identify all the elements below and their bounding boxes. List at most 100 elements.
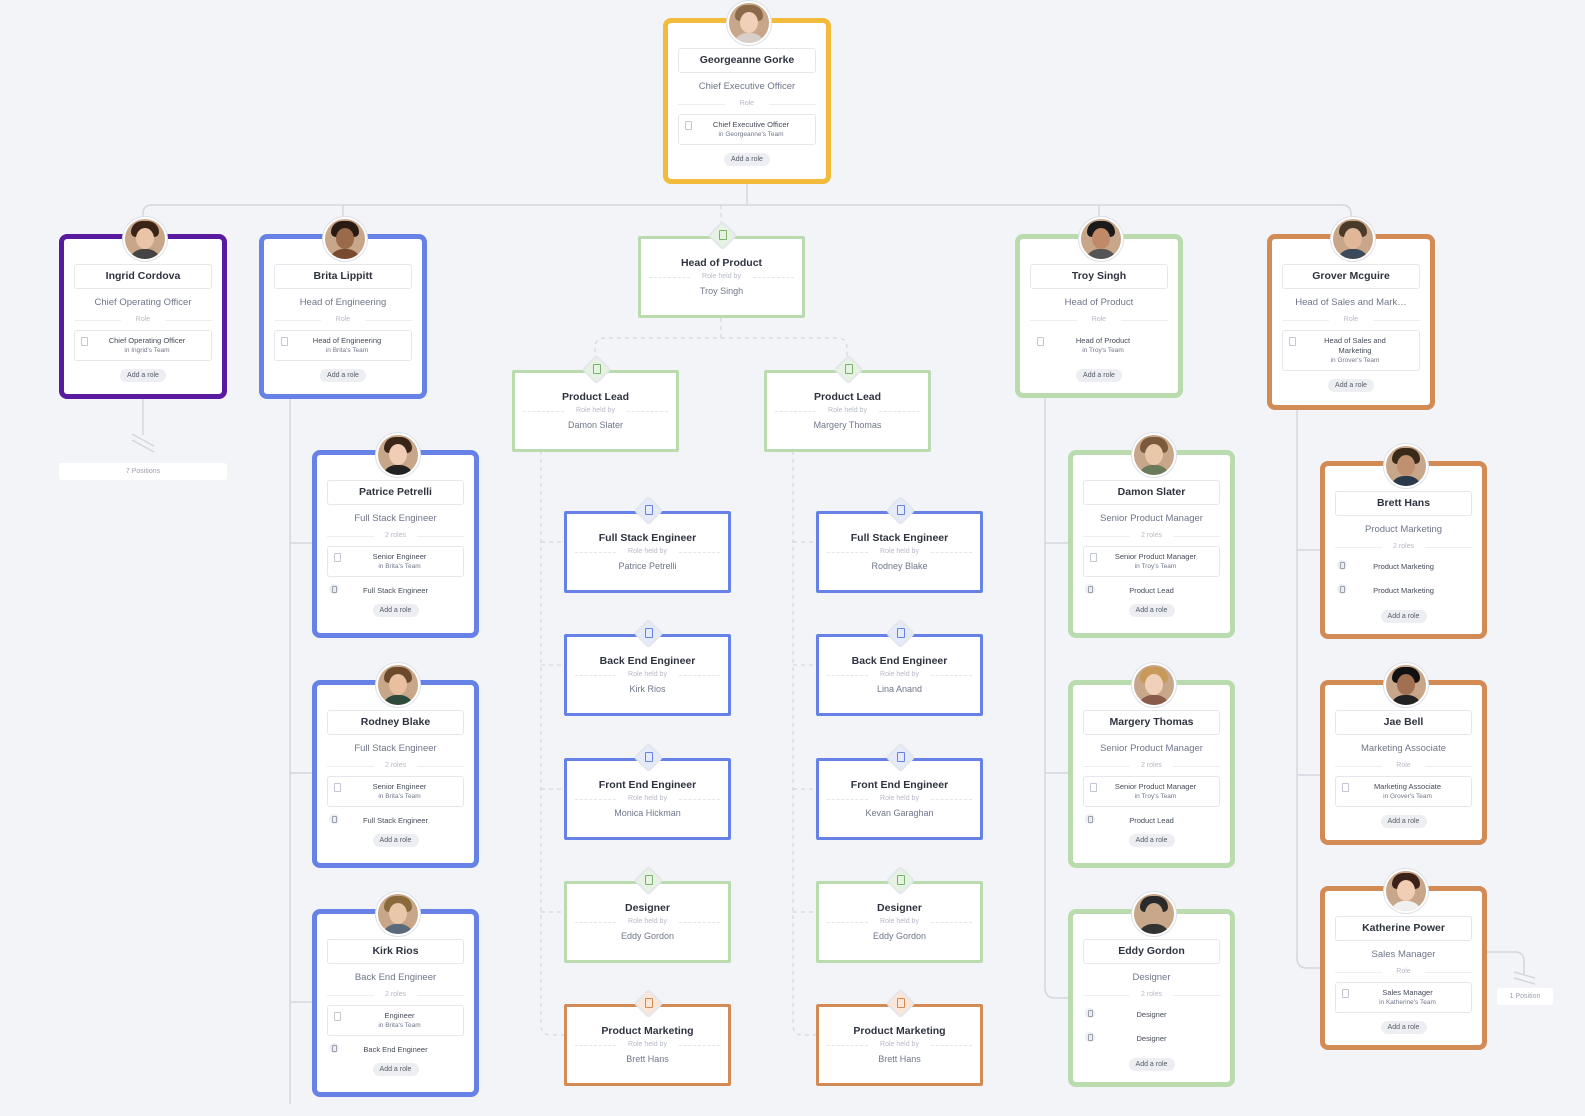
role-held-label: Role held by xyxy=(827,671,972,678)
avatar xyxy=(375,433,420,477)
person-name: Margery Thomas xyxy=(1083,710,1220,735)
clipboard-icon xyxy=(844,364,853,374)
ceo-card[interactable]: Georgeanne Gorke Chief Executive Officer… xyxy=(663,1,831,184)
avatar xyxy=(375,663,420,707)
person-card-katherine[interactable]: Katherine Power Sales Manager Role Sales… xyxy=(1320,869,1487,1050)
role-count: 2 roles xyxy=(1083,989,1220,1001)
person-title: Senior Product Manager xyxy=(1100,513,1203,524)
role-held-label: Role held by xyxy=(827,548,972,555)
role-count: Role xyxy=(1335,966,1472,978)
person-card-grover[interactable]: Grover Mcguire Head of Sales and Mark… R… xyxy=(1267,217,1435,410)
role-count: 2 roles xyxy=(1335,541,1472,553)
clipboard-icon xyxy=(1342,989,1349,998)
role-title: Full Stack Engineer xyxy=(598,532,697,544)
add-role-button[interactable]: Add a role xyxy=(724,153,770,166)
add-role-button[interactable]: Add a role xyxy=(1128,834,1175,847)
team-name: in Troy's Team xyxy=(1134,563,1177,570)
add-role-button[interactable]: Add a role xyxy=(372,834,419,847)
person-name: Jae Bell xyxy=(1335,710,1472,735)
add-role-button[interactable]: Add a role xyxy=(320,369,366,382)
person-card-patrice[interactable]: Patrice Petrelli Full Stack Engineer 2 r… xyxy=(312,433,479,638)
role-item[interactable]: Designer xyxy=(1083,1008,1220,1020)
person-name: Troy Singh xyxy=(1030,264,1168,289)
role-title: Product Lead xyxy=(561,391,630,403)
person-title: Chief Operating Officer xyxy=(94,297,192,308)
person-title: Full Stack Engineer xyxy=(354,513,437,524)
role-item[interactable]: Product Marketing xyxy=(1335,584,1472,596)
role-item[interactable]: Designer xyxy=(1083,1032,1220,1044)
role-name: Product Marketing xyxy=(1373,562,1434,571)
add-role-button[interactable]: Add a role xyxy=(1380,1021,1427,1034)
person-card-jae[interactable]: Jae Bell Marketing Associate Role Market… xyxy=(1320,663,1487,845)
person-card-brett[interactable]: Brett Hans Product Marketing 2 roles Pro… xyxy=(1320,444,1487,639)
add-role-button[interactable]: Add a role xyxy=(1128,604,1175,617)
person-card-kirk[interactable]: Kirk Rios Back End Engineer 2 roles Engi… xyxy=(312,892,479,1097)
clipboard-icon xyxy=(334,783,341,792)
clipboard-icon xyxy=(334,553,341,562)
positions-count[interactable]: 1 Position xyxy=(1497,988,1553,1005)
role-holder: Brett Hans xyxy=(626,1054,669,1064)
clipboard-icon xyxy=(81,337,88,346)
badge-icon xyxy=(1085,584,1095,594)
add-role-button[interactable]: Add a role xyxy=(1380,610,1427,623)
add-role-button[interactable]: Add a role xyxy=(1380,815,1427,828)
role-item[interactable]: Product Marketing xyxy=(1335,560,1472,572)
person-card-margery[interactable]: Margery Thomas Senior Product Manager 2 … xyxy=(1068,663,1235,868)
person-card-rodney[interactable]: Rodney Blake Full Stack Engineer 2 roles… xyxy=(312,663,479,868)
role-item[interactable]: Full Stack Engineer xyxy=(327,584,464,596)
role-count: Role xyxy=(1282,314,1420,326)
clipboard-icon xyxy=(281,337,288,346)
badge-icon xyxy=(329,584,339,594)
role-held-label: Role held by xyxy=(575,671,720,678)
avatar xyxy=(123,217,167,261)
team-name: in Katherine's Team xyxy=(1379,999,1436,1006)
person-card-damon[interactable]: Damon Slater Senior Product Manager 2 ro… xyxy=(1068,433,1235,638)
person-card-brita[interactable]: Brita Lippitt Head of Engineering Role H… xyxy=(259,217,427,399)
person-card-troy[interactable]: Troy Singh Head of Product Role Head of … xyxy=(1015,217,1183,398)
add-role-button[interactable]: Add a role xyxy=(372,1063,419,1076)
team-name: in Brita's Team xyxy=(378,1022,421,1029)
role-card-product-lead[interactable]: Product Lead Role held by Damon Slater xyxy=(512,354,679,452)
add-role-button[interactable]: Add a role xyxy=(1328,379,1374,392)
person-card-ingrid[interactable]: Ingrid Cordova Chief Operating Officer R… xyxy=(59,217,227,399)
role-held-label: Role held by xyxy=(575,1041,720,1048)
positions-count[interactable]: 7 Positions xyxy=(59,463,227,480)
role-item[interactable]: Full Stack Engineer xyxy=(327,814,464,826)
person-card-eddy[interactable]: Eddy Gordon Designer 2 roles Designer De… xyxy=(1068,892,1235,1087)
role-card-product-lead[interactable]: Product Lead Role held by Margery Thomas xyxy=(764,354,931,452)
role-name: Chief Executive Officer xyxy=(712,120,790,129)
role-card-head-of-product[interactable]: Head of Product Role held by Troy Singh xyxy=(638,220,805,318)
clipboard-icon xyxy=(592,364,601,374)
clipboard-icon xyxy=(896,998,905,1008)
role-item[interactable]: Product Lead xyxy=(1083,584,1220,596)
add-role-button[interactable]: Add a role xyxy=(1076,369,1122,382)
role-item[interactable]: Product Lead xyxy=(1083,814,1220,826)
add-role-button[interactable]: Add a role xyxy=(372,604,419,617)
add-role-button[interactable]: Add a role xyxy=(120,369,166,382)
badge-icon xyxy=(329,1043,339,1053)
role-item[interactable]: Back End Engineer xyxy=(327,1043,464,1055)
add-role-button[interactable]: Add a role xyxy=(1128,1058,1175,1071)
